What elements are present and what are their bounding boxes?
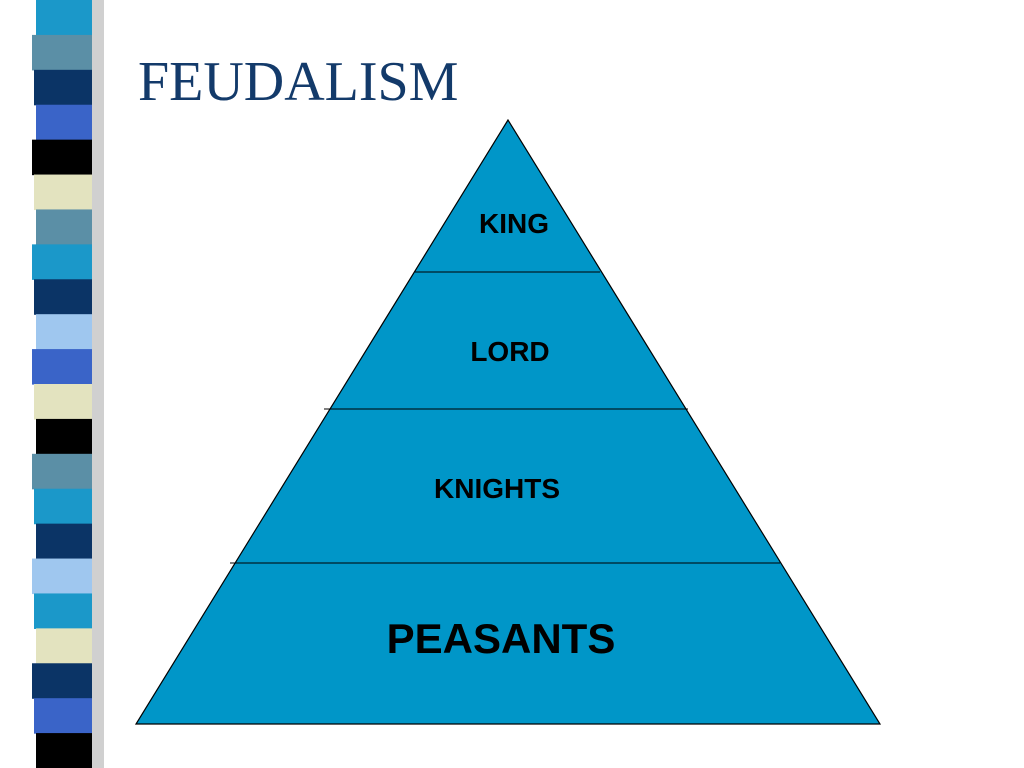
stripe-block <box>34 384 92 420</box>
stripe-block <box>34 279 92 315</box>
stripe-block <box>34 698 92 734</box>
stripe-block <box>36 628 92 664</box>
stripe-block <box>32 558 92 595</box>
tier-label-lord: LORD <box>470 336 549 367</box>
stripe-block <box>32 663 92 699</box>
stripe-block <box>36 523 92 560</box>
stripe-block <box>34 488 92 525</box>
stripe-block <box>36 418 92 455</box>
slide-title: FEUDALISM <box>138 51 459 113</box>
stripe-block <box>36 314 92 350</box>
stripe-block <box>32 139 92 176</box>
stripe-block <box>34 69 92 106</box>
stripe-block <box>36 0 92 36</box>
tier-label-king: KING <box>479 208 549 239</box>
tier-label-peasants: PEASANTS <box>387 615 616 662</box>
stripe-block <box>36 209 92 245</box>
stripe-block <box>32 34 92 71</box>
stripe-block <box>32 349 92 385</box>
tier-label-knights: KNIGHTS <box>434 473 560 504</box>
stripe-block <box>32 453 92 490</box>
stripe-block <box>34 593 92 629</box>
stripe-block <box>36 733 92 768</box>
stripe-block <box>32 244 92 280</box>
stripe-block <box>36 104 92 141</box>
stripe-shadow <box>90 0 104 768</box>
stripe-block <box>34 174 92 211</box>
pyramid-shape <box>134 118 882 725</box>
decorative-stripe-bar <box>32 0 104 768</box>
